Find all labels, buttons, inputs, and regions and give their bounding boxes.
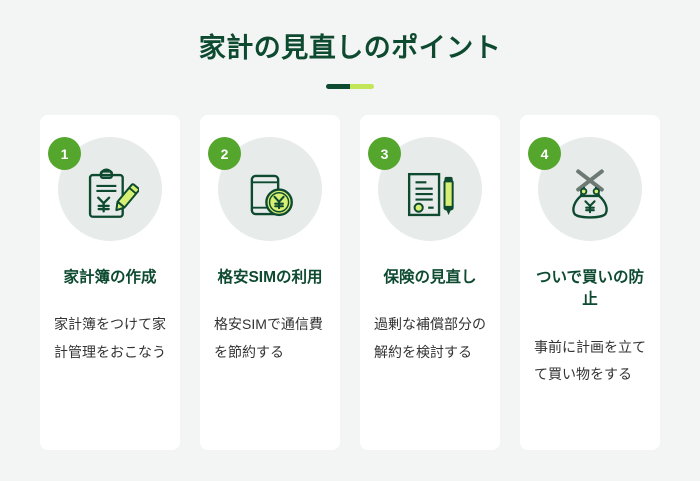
card-number-badge: 2 — [208, 137, 241, 170]
smartphone-yen-coin-icon — [250, 174, 293, 217]
card-title: 家計簿の作成 — [63, 269, 157, 286]
card-body-text: 過剰な補償部分の解約を検討する — [374, 316, 486, 360]
card-list: 1 — [40, 115, 660, 450]
card-title: 格安SIMの利用 — [217, 269, 323, 286]
page-header: 家計の見直しのポイント — [0, 0, 700, 89]
money-pouch-cross-icon — [572, 169, 608, 219]
card-number-badge: 3 — [368, 137, 401, 170]
card-item[interactable]: 1 — [40, 115, 180, 450]
card-icon-area: 2 — [208, 115, 326, 265]
card-icon-area: 1 — [48, 115, 166, 265]
card-body-text: 事前に計画を立てて買い物をする — [534, 338, 646, 383]
card-number-badge: 4 — [528, 137, 561, 170]
card-icon-area: 4 — [528, 115, 646, 265]
card-icon-area: 3 — [368, 115, 486, 265]
card-item[interactable]: 2 格安SIMの利用 格安SIMで通信費を — [200, 115, 340, 450]
contract-document-pen-icon — [407, 172, 454, 217]
title-underline-light-segment — [350, 83, 374, 89]
clipboard-yen-pencil-icon — [88, 168, 139, 218]
card-item[interactable]: 4 — [520, 115, 660, 450]
card-number-badge: 1 — [48, 137, 81, 170]
card-title: ついで買いの防止 — [535, 269, 645, 309]
card-body-text: 格安SIMで通信費を節約する — [214, 316, 323, 360]
card-item[interactable]: 3 保険の見直し 過剰な補償部分の解約を検討する — [360, 115, 500, 450]
page-title: 家計の見直しのポイント — [198, 33, 502, 63]
title-underline — [326, 83, 374, 89]
card-title: 保険の見直し — [383, 269, 477, 286]
card-body-text: 家計簿をつけて家計管理をおこなう — [54, 316, 166, 360]
title-underline-dark-segment — [326, 83, 350, 89]
